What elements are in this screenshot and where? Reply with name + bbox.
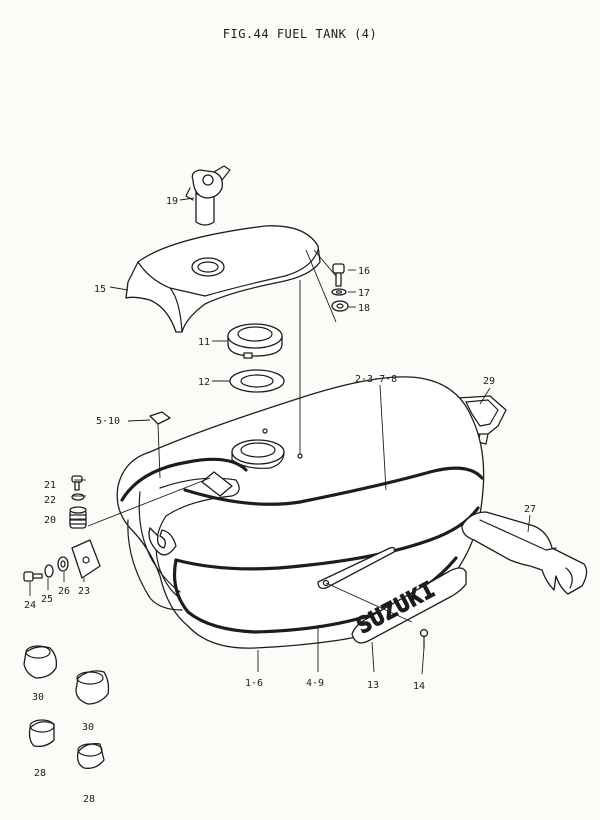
callout-1-6: 1·6 [245,678,263,689]
callout-30-b: 30 [82,722,94,733]
part-28-damper-a [28,719,55,748]
callout-29: 29 [483,376,495,387]
callout-20: 20 [44,515,56,526]
callout-13: 13 [367,680,379,691]
part-18-washer [331,300,349,312]
callout-14: 14 [413,681,425,692]
part-23-mount-plate [71,539,101,579]
part-11-filler-cap [227,323,283,359]
callout-22: 22 [44,495,56,506]
callout-27: 27 [524,504,536,515]
part-14-screw [419,628,429,649]
callout-11: 11 [198,337,210,348]
part-20-grommet [69,506,87,529]
part-1-6-fuel-tank [116,376,485,649]
part-27-rubber-cushion [461,511,588,595]
callout-12: 12 [198,377,210,388]
callout-28-b: 28 [83,794,95,805]
callout-25: 25 [41,594,53,605]
callout-28-a: 28 [34,768,46,779]
callout-17: 17 [358,288,370,299]
part-22-washer [71,493,85,501]
part-21-bolt [71,475,83,491]
callout-18: 18 [358,303,370,314]
callout-16: 16 [358,266,370,277]
part-25-washer [44,564,54,578]
callout-30-a: 30 [32,692,44,703]
part-30-damper-a [23,645,58,679]
callout-21: 21 [44,480,56,491]
part-15-tank-top-cover [125,225,321,333]
part-26-washer [57,556,69,572]
part-24-bolt [23,571,43,582]
part-19-cap-lock [185,165,231,226]
callout-26: 26 [58,586,70,597]
callout-24: 24 [24,600,36,611]
leader-lines [29,197,531,675]
figure-title: FIG.44 FUEL TANK (4) [223,27,378,41]
callout-15: 15 [94,284,106,295]
callout-labels: 19 15 16 17 18 11 12 2·3·7·8 29 5·10 21 … [24,196,536,805]
callout-19: 19 [166,196,178,207]
part-30-damper-b [75,670,110,705]
part-17-washer [331,288,347,296]
callout-2-3-7-8: 2·3·7·8 [355,374,397,385]
callout-4-9: 4·9 [306,678,324,689]
part-12-gasket [229,369,285,393]
part-16-bolt [332,263,345,287]
part-28-damper-b [76,743,105,769]
callout-5-10: 5·10 [96,416,120,427]
part-5-10-pad [149,411,171,425]
callout-23: 23 [78,586,90,597]
